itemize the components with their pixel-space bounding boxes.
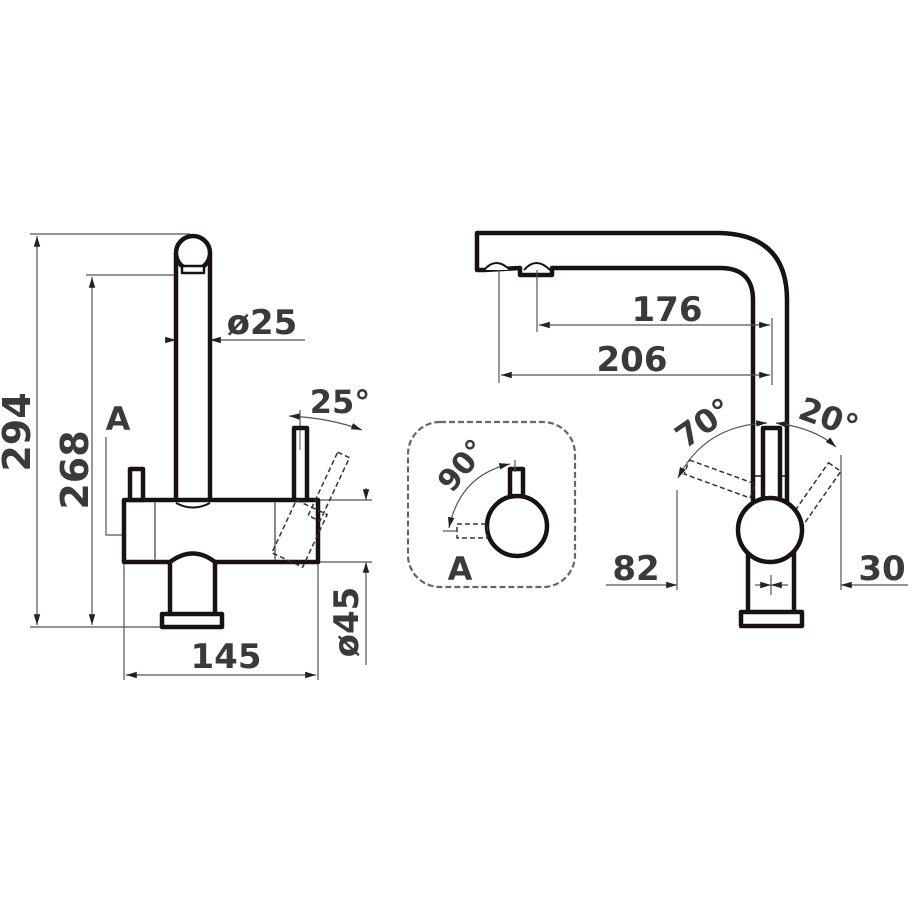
front-view: 176 206 70° 20° 82 30 bbox=[474, 230, 908, 629]
front-base-plate bbox=[738, 609, 805, 629]
detail-a-label: A bbox=[448, 550, 473, 588]
dim-label-82: 82 bbox=[612, 549, 659, 589]
front-lever bbox=[760, 425, 783, 506]
dim-label-176: 176 bbox=[632, 290, 703, 330]
detail-knob bbox=[484, 493, 550, 559]
dim-label-294: 294 bbox=[0, 392, 39, 471]
dim-label-268: 268 bbox=[53, 430, 97, 509]
base-plate bbox=[159, 611, 225, 630]
detail-angle-label: 90° bbox=[431, 433, 494, 499]
dim-label-angle-20: 20° bbox=[794, 389, 864, 445]
dim-label-30: 30 bbox=[858, 549, 905, 589]
front-knob bbox=[735, 495, 805, 565]
spout-column bbox=[173, 252, 213, 508]
dim-label-angle-70: 70° bbox=[668, 390, 739, 456]
dim-label-145: 145 bbox=[191, 637, 262, 677]
detail-a-view: 90° A bbox=[406, 420, 577, 589]
dim-label-lever-angle: 25° bbox=[310, 383, 371, 421]
detail-marker-a: A bbox=[106, 400, 131, 438]
dim-label-206: 206 bbox=[597, 340, 668, 380]
faucet-body bbox=[121, 497, 321, 565]
dim-label-spout-diameter: ø25 bbox=[227, 303, 298, 343]
detail-a-leader bbox=[105, 437, 124, 536]
lower-stem bbox=[167, 551, 218, 620]
detail-a-frame bbox=[406, 420, 577, 589]
right-lever bbox=[291, 425, 310, 503]
side-view: 294 268 ø25 A 25° ø45 145 bbox=[0, 233, 372, 680]
dim-label-body-diameter: ø45 bbox=[327, 587, 367, 658]
left-lever bbox=[127, 466, 146, 503]
